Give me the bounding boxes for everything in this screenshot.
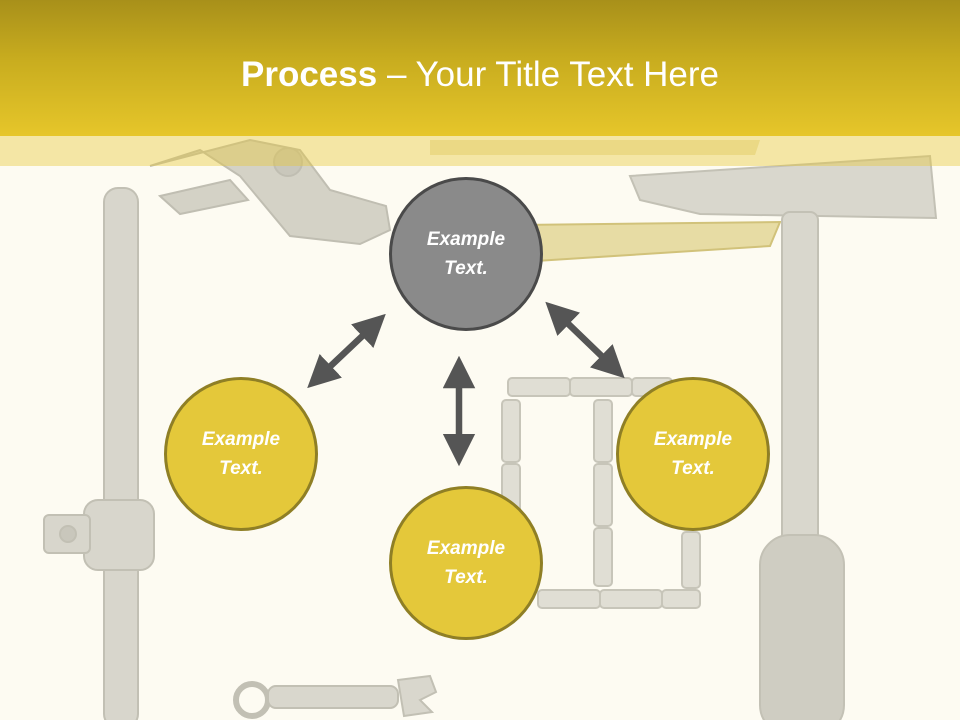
node-label: Example Text. [181, 425, 301, 483]
process-node-top: Example Text. [389, 177, 543, 331]
title-band [0, 136, 960, 166]
pliers-illustration [149, 138, 392, 246]
double-arrow-icon [307, 313, 386, 389]
process-node-bottom: Example Text. [389, 486, 543, 640]
node-label-line2: Text. [219, 458, 263, 479]
small-wrench-illustration [233, 674, 438, 719]
double-arrow-icon [545, 301, 625, 379]
hammer-illustration [628, 154, 938, 720]
node-label-line1: Example [426, 229, 506, 250]
node-label-line1: Example [426, 538, 506, 559]
socket-wrench-illustration [43, 187, 155, 720]
slide-title: Process – Your Title Text Here [0, 50, 960, 100]
node-label: Example Text. [633, 425, 753, 483]
node-label: Example Text. [406, 534, 526, 592]
process-node-right: Example Text. [616, 377, 770, 531]
process-node-left: Example Text. [164, 377, 318, 531]
title-bold: Process [241, 55, 378, 94]
node-label-line2: Text. [444, 258, 488, 279]
node-label-line1: Example [201, 429, 281, 450]
title-bar [0, 0, 960, 136]
node-label-line2: Text. [671, 458, 715, 479]
title-rest: – Your Title Text Here [377, 55, 719, 94]
node-label: Example Text. [406, 225, 526, 283]
node-label-line2: Text. [444, 567, 488, 588]
node-label-line1: Example [653, 429, 733, 450]
